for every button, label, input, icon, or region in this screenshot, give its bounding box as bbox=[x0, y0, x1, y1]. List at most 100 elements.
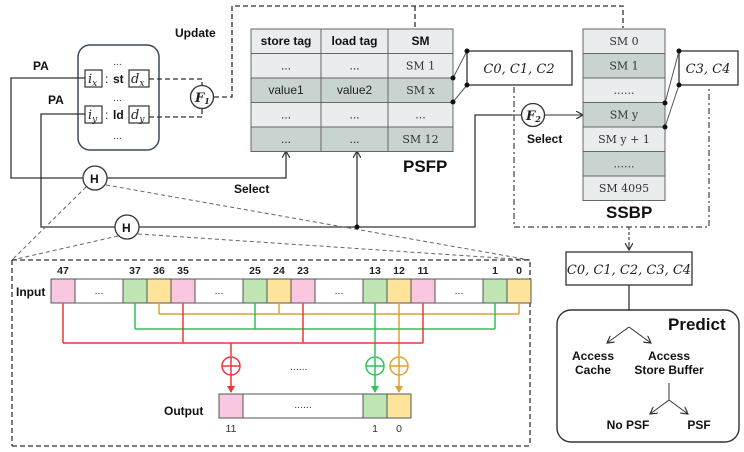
instruction-window: ... ix : st dx ... iy : ld dy ... bbox=[77, 44, 160, 151]
output-bit-number: 11 bbox=[226, 423, 237, 435]
psfp-cell-text: ... bbox=[281, 132, 291, 146]
f1-node: F1 bbox=[189, 84, 215, 110]
input-bit-ellipsis: ... bbox=[455, 285, 464, 297]
psfp-counter-box: C0, C1, C2 bbox=[466, 50, 573, 86]
psfp-cell bbox=[387, 126, 454, 152]
access-sb-l2: Store Buffer bbox=[634, 363, 704, 377]
input-bit-number: 47 bbox=[57, 265, 69, 277]
hash-detail-box bbox=[11, 259, 531, 446]
op-store: st bbox=[113, 72, 124, 86]
xor-wires bbox=[62, 303, 520, 393]
input-bit-number: 24 bbox=[273, 265, 285, 277]
input-bit-number: 35 bbox=[177, 265, 189, 277]
psfp-cell-text: value2 bbox=[337, 83, 373, 97]
psfp-cell bbox=[250, 102, 322, 128]
input-bit-number: 36 bbox=[153, 265, 165, 277]
f2-node: F2 bbox=[520, 102, 546, 128]
output-bit-number: 0 bbox=[396, 423, 402, 435]
input-bit-ellipsis: ... bbox=[215, 285, 224, 297]
input-bit-cell bbox=[50, 278, 76, 304]
input-bit-cell bbox=[194, 278, 244, 304]
input-bit-ellipsis: ... bbox=[335, 285, 344, 297]
psfp-counters: C0, C1, C2 bbox=[483, 62, 554, 77]
ellipsis-top: ... bbox=[113, 56, 122, 68]
access-cache-l1: Access bbox=[572, 349, 614, 363]
svg-text:F1: F1 bbox=[194, 91, 210, 106]
dest-x: dx bbox=[131, 72, 144, 89]
svg-text::: : bbox=[105, 72, 108, 86]
psfp-cell bbox=[320, 102, 389, 128]
input-bit-number: 1 bbox=[492, 265, 498, 277]
psfp-link-lines bbox=[452, 50, 468, 103]
psfp-header: store tag bbox=[261, 34, 312, 48]
ssbp-counters: C3, C4 bbox=[686, 62, 731, 77]
input-bit-cell bbox=[482, 278, 508, 304]
ssbp-cell bbox=[582, 77, 666, 103]
input-bit-cell bbox=[290, 278, 316, 304]
psfp-header-cell bbox=[387, 28, 454, 54]
psfp-title: PSFP bbox=[403, 157, 447, 176]
select-label-psfp: Select bbox=[234, 182, 269, 196]
all-counters-box: C0, C1, C2, C3, C4 bbox=[565, 251, 693, 286]
access-cache-l2: Cache bbox=[575, 363, 611, 377]
psfp-cell bbox=[250, 53, 322, 79]
hash-node-1: H bbox=[82, 165, 108, 191]
input-bit-cell bbox=[410, 278, 436, 304]
middle-dots: ...... bbox=[290, 361, 308, 373]
ssbp-cell-text: SM y bbox=[610, 109, 639, 122]
svg-text:H: H bbox=[122, 221, 131, 235]
input-bit-cell bbox=[362, 278, 388, 304]
ssbp-cell bbox=[582, 102, 666, 128]
input-bit-number: 25 bbox=[249, 265, 261, 277]
input-bit-cell bbox=[266, 278, 292, 304]
output-bit-cell bbox=[386, 393, 412, 419]
dest-y: dy bbox=[131, 108, 145, 125]
output-bit-number: 1 bbox=[372, 423, 378, 435]
output-bits: 11...... 1 0 bbox=[218, 393, 412, 435]
svg-text::: : bbox=[105, 108, 108, 122]
input-bit-number: 13 bbox=[369, 265, 381, 277]
ssbp-cell-text: SM 0 bbox=[609, 35, 638, 48]
ellipsis-bottom: ... bbox=[113, 130, 122, 142]
ssbp-cell-text: SM 1 bbox=[609, 60, 638, 73]
psfp-cell-text: SM 12 bbox=[402, 133, 438, 146]
input-bit-cell bbox=[146, 278, 172, 304]
ssbp-title: SSBP bbox=[606, 203, 652, 222]
junction-dot bbox=[354, 224, 360, 230]
input-bit-number: 12 bbox=[393, 265, 405, 277]
psfp-cell-text: ... bbox=[415, 109, 426, 122]
update-dashed-lines bbox=[214, 5, 624, 98]
input-bit-cell bbox=[506, 278, 532, 304]
ssbp-cell bbox=[582, 175, 666, 201]
psfp-cell-text: SM x bbox=[406, 84, 435, 97]
access-sb-l1: Access bbox=[648, 349, 690, 363]
input-bit-cell bbox=[386, 278, 412, 304]
psfp-cell bbox=[320, 126, 389, 152]
ssbp-cell bbox=[582, 126, 666, 152]
ssbp-table: SM 0SM 1......SM ySM y + 1......SM 4095 bbox=[582, 28, 666, 201]
no-psf-label: No PSF bbox=[607, 418, 650, 432]
psfp-header: load tag bbox=[331, 34, 377, 48]
psfp-cell-text: ... bbox=[349, 59, 359, 73]
input-bit-number: 11 bbox=[417, 265, 428, 277]
psfp-cell-text: value1 bbox=[268, 83, 304, 97]
ssbp-counter-box: C3, C4 bbox=[678, 50, 739, 86]
zoom-lines bbox=[11, 184, 531, 261]
pa-label-1: PA bbox=[33, 59, 49, 73]
pa-label-2: PA bbox=[48, 93, 64, 107]
output-bit-cell bbox=[218, 393, 244, 419]
psfp-header-cell bbox=[250, 28, 322, 54]
output-bit-cell bbox=[362, 393, 388, 419]
predict-box: Predict Access Cache Access Store Buffer… bbox=[556, 309, 740, 443]
input-bit-number: 37 bbox=[129, 265, 141, 277]
psfp-header: SM bbox=[412, 34, 430, 48]
hash-node-2: H bbox=[114, 214, 140, 240]
update-label: Update bbox=[175, 26, 216, 40]
svg-text:F2: F2 bbox=[525, 109, 541, 124]
pa-wires bbox=[10, 77, 512, 228]
psfp-cell-text: ... bbox=[281, 108, 291, 122]
index-y: iy bbox=[88, 108, 98, 125]
output-bit-ellipsis: ...... bbox=[294, 399, 312, 411]
